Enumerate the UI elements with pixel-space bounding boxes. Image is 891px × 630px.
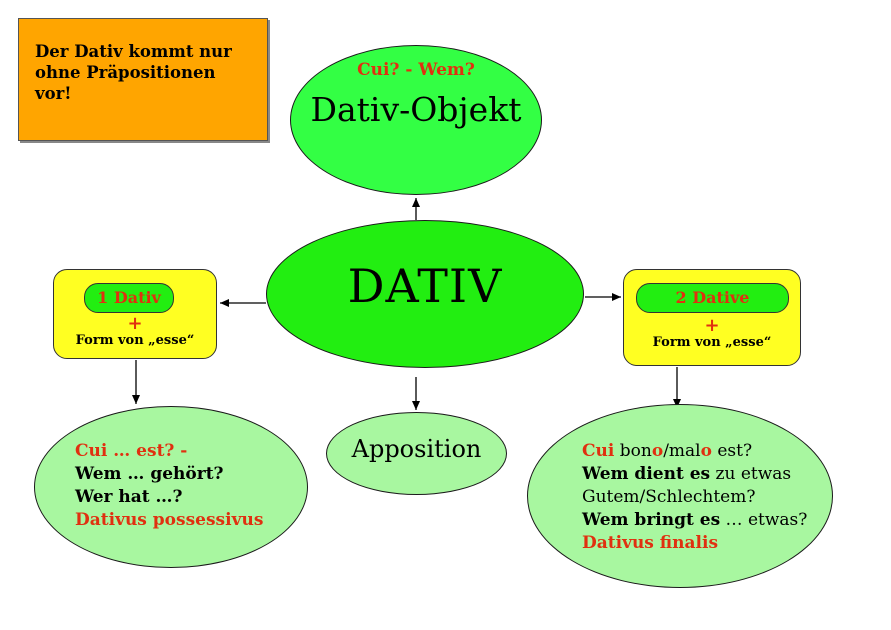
finalis-bon: bon (614, 441, 652, 461)
note-line-1: Der Dativ kommt nur (35, 42, 232, 61)
dativ-center-node: DATIV (266, 220, 584, 368)
dativ-objekt-title: Dativ-Objekt (310, 90, 522, 129)
finalis-wem-bringt: Wem bringt es (582, 510, 721, 530)
two-datives-plus: + (704, 315, 720, 336)
finalis-wem-dient: Wem dient es (582, 464, 711, 484)
possessivus-line-1: Cui … est? - (75, 441, 188, 461)
finalis-line-4: Wem bringt es … etwas? (582, 509, 807, 531)
two-datives-box: 2 Dative + Form von „esse“ (623, 269, 801, 366)
two-datives-form: Form von „esse“ (652, 335, 772, 350)
finalis-est: est? (711, 441, 753, 461)
note-line-2: ohne Präpositionen (35, 63, 216, 82)
finalis-ending-o2: o (700, 441, 712, 461)
apposition-title: Apposition (351, 435, 482, 463)
finalis-line-2: Wem dient es zu etwas (582, 463, 791, 485)
one-dative-plus: + (127, 313, 143, 334)
finalis-mal: /mal (663, 441, 701, 461)
dativ-objekt-question: Cui? - Wem? (357, 60, 475, 80)
one-dative-pill: 1 Dativ (84, 283, 174, 313)
finalis-line-1: Cui bono/malo est? (582, 440, 752, 462)
finalis-ending-o1: o (651, 441, 664, 461)
note-box: Der Dativ kommt nur ohne Präpositionen v… (18, 18, 268, 141)
finalis-etwas: … etwas? (720, 510, 808, 530)
finalis-line-3: Gutem/Schlechtem? (582, 487, 756, 507)
one-dative-box: 1 Dativ + Form von „esse“ (53, 269, 217, 359)
dativus-possessivus-node: Cui … est? - Wem … gehört? Wer hat …? Da… (34, 406, 308, 568)
note-line-3: vor! (35, 84, 72, 103)
one-dative-form: Form von „esse“ (75, 333, 195, 348)
dativ-objekt-node: Cui? - Wem? Dativ-Objekt (290, 45, 542, 195)
apposition-node: Apposition (326, 412, 507, 495)
two-datives-pill: 2 Dative (636, 283, 789, 313)
finalis-cui: Cui (582, 441, 615, 461)
dativus-finalis-node: Cui bono/malo est? Wem dient es zu etwas… (527, 404, 833, 588)
finalis-zu-etwas: zu etwas (710, 464, 792, 484)
possessivus-line-2: Wem … gehört? (75, 464, 224, 484)
dativ-center-title: DATIV (347, 259, 503, 313)
possessivus-label: Dativus possessivus (75, 510, 264, 530)
finalis-label: Dativus finalis (582, 533, 719, 553)
possessivus-line-3: Wer hat …? (75, 487, 183, 507)
